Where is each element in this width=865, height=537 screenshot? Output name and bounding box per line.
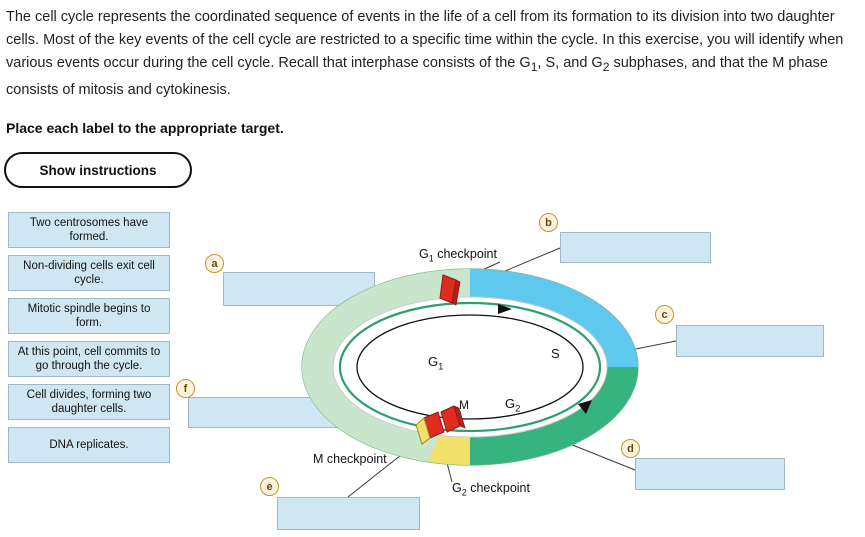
inner-cycle-track: [356, 314, 584, 420]
intro-paragraph: The cell cycle represents the coordinate…: [6, 9, 844, 98]
g1-checkpoint-label: G1 checkpoint: [419, 247, 497, 264]
drop-target-f[interactable]: [188, 397, 351, 428]
arrow-right: [578, 400, 592, 414]
m-checkpoint-marker: [415, 411, 445, 445]
arrow-top: [498, 304, 512, 314]
label-chip[interactable]: Non-dividing cells exit cell cycle.: [8, 255, 170, 291]
phase-wedge-s: [470, 269, 638, 367]
drop-target-e[interactable]: [277, 497, 420, 530]
drop-target-d[interactable]: [635, 458, 785, 490]
g2-checkpoint-label: G2 checkpoint: [452, 481, 530, 498]
phase-label-g1: G1: [428, 354, 444, 373]
marker-d: d: [621, 439, 640, 458]
g2-checkpoint-text: G2 checkpoint: [452, 481, 530, 498]
marker-f: f: [176, 379, 195, 398]
label-chip[interactable]: Two centrosomes have formed.: [8, 212, 170, 248]
marker-e: e: [260, 477, 279, 496]
leader-line-c: [599, 340, 677, 357]
show-instructions-button[interactable]: Show instructions: [4, 152, 192, 188]
label-chip[interactable]: DNA replicates.: [8, 427, 170, 463]
leader-lines: [347, 247, 677, 498]
drop-target-a[interactable]: [223, 272, 375, 306]
leader-line-m-checkpoint: [400, 429, 433, 453]
drop-target-c[interactable]: [676, 325, 824, 357]
label-bank: Two centrosomes have formed. Non-dividin…: [8, 212, 170, 470]
label-chip[interactable]: Mitotic spindle begins to form.: [8, 298, 170, 334]
label-chip[interactable]: At this point, cell commits to go throug…: [8, 341, 170, 377]
phase-label-g2: G2: [505, 396, 521, 415]
leader-line-g1-checkpoint: [446, 261, 501, 287]
phase-label-s: S: [551, 346, 560, 361]
inner-ring-segments: [470, 303, 600, 367]
drop-target-b[interactable]: [560, 232, 711, 263]
exercise-intro: The cell cycle represents the coordinate…: [6, 6, 862, 102]
leader-line-g2-checkpoint: [440, 439, 453, 483]
phase-wedge-m: [420, 367, 470, 465]
phase-wedge-g2: [470, 367, 638, 465]
marker-a: a: [205, 254, 224, 273]
m-checkpoint-label: M checkpoint: [313, 452, 387, 466]
g1-checkpoint-text: G1 checkpoint: [419, 247, 497, 264]
g1-checkpoint-marker: [439, 274, 461, 306]
marker-b: b: [539, 213, 558, 232]
m-checkpoint-text: M checkpoint: [313, 452, 387, 466]
inner-ring: [338, 301, 602, 433]
phase-label-m: M: [459, 398, 469, 412]
instruction-prompt: Place each label to the appropriate targ…: [6, 120, 284, 136]
leader-line-f: [350, 410, 426, 425]
marker-c: c: [655, 305, 674, 324]
label-chip[interactable]: Cell divides, forming two daughter cells…: [8, 384, 170, 420]
inner-white-ellipse: [332, 296, 608, 438]
